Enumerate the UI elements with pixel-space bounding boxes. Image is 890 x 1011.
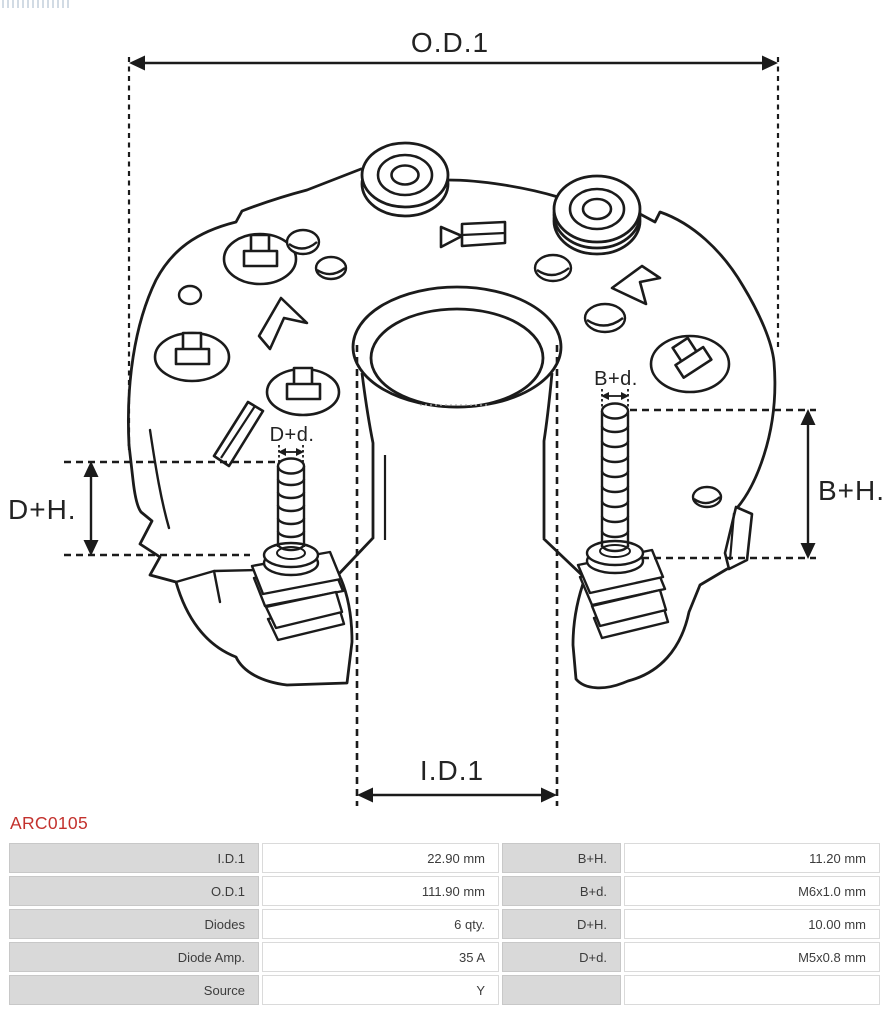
small-holes [177, 228, 723, 509]
spec-value-cell: 35 A [262, 942, 499, 972]
right-stud [576, 402, 670, 640]
spec-label-cell: Diode Amp. [9, 942, 259, 972]
spec-label-cell: D+d. [502, 942, 621, 972]
spec-value-cell: M5x0.8 mm [624, 942, 880, 972]
spec-label-cell: O.D.1 [9, 876, 259, 906]
dim-label-bh: B+H. [818, 475, 885, 506]
cast-arrow-marks [257, 264, 662, 351]
spec-label-cell: Diodes [9, 909, 259, 939]
spec-value-cell: 10.00 mm [624, 909, 880, 939]
center-bore [334, 285, 563, 578]
mount-boss-right [552, 174, 642, 256]
spec-value-cell: M6x1.0 mm [624, 876, 880, 906]
left-stud [250, 457, 346, 642]
dim-label-id1: I.D.1 [420, 755, 484, 786]
dimension-id1: I.D.1 [355, 345, 559, 806]
dimension-bd: B+d. [594, 368, 638, 409]
spec-value-cell: 111.90 mm [262, 876, 499, 906]
spec-label-cell: Source [9, 975, 259, 1005]
spec-label-cell: D+H. [502, 909, 621, 939]
rectifier-diagram: O.D.1 I.D.1 D+H. B+H. D+d. [8, 27, 885, 806]
spec-label-cell: I.D.1 [9, 843, 259, 873]
spec-label-cell [502, 975, 621, 1005]
spec-value-cell: 11.20 mm [624, 843, 880, 873]
spec-value-cell: 6 qty. [262, 909, 499, 939]
spec-label-cell: B+d. [502, 876, 621, 906]
dim-label-dd: D+d. [270, 424, 315, 446]
spec-value-cell: Y [262, 975, 499, 1005]
dimension-dd: D+d. [270, 424, 315, 462]
spec-value-cell: 22.90 mm [262, 843, 499, 873]
dim-label-bd: B+d. [594, 368, 638, 390]
dimension-bh: B+H. [630, 408, 885, 560]
mount-boss-left [360, 141, 450, 218]
spec-value-cell [624, 975, 880, 1005]
spec-label-cell: B+H. [502, 843, 621, 873]
diode-cells [153, 232, 731, 417]
part-number[interactable]: ARC0105 [10, 813, 88, 833]
dim-label-od1: O.D.1 [411, 27, 489, 58]
partial-logo [2, 0, 70, 8]
dim-label-dh: D+H. [8, 494, 77, 525]
spec-table: I.D.1 22.90 mm B+H. 11.20 mm O.D.1 111.9… [9, 843, 880, 1005]
dimension-od1: O.D.1 [127, 27, 780, 450]
dimension-dh: D+H. [8, 460, 277, 557]
